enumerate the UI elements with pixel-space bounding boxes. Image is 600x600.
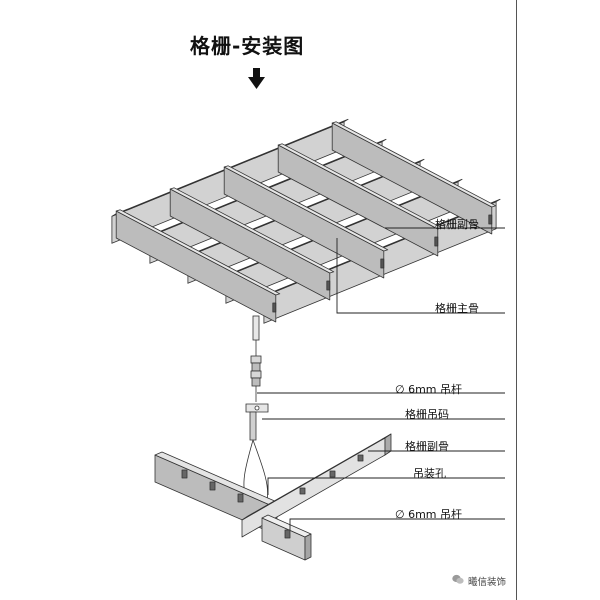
page-edge-line xyxy=(516,0,517,600)
label-hanging-hole: 吊装孔 xyxy=(413,467,446,480)
keel-slot xyxy=(380,258,385,269)
leader-rod-bottom xyxy=(289,518,505,530)
label-main-keel: 格栅主骨 xyxy=(435,302,479,315)
lower-leader-lines xyxy=(257,392,505,530)
diagram-title: 格栅-安装图 xyxy=(190,34,305,58)
leader-main-keel xyxy=(336,238,505,314)
label-rod-top-text: 6mm 吊杆 xyxy=(408,383,463,396)
grid-leader-lines xyxy=(336,227,505,314)
down-arrow-icon xyxy=(248,68,265,89)
secondary-keel-top xyxy=(115,209,281,296)
watermark-text: 曦信装饰 xyxy=(468,577,507,588)
hanger-clip xyxy=(243,403,269,501)
keel-slot xyxy=(434,236,439,247)
label-rod-bottom: ∅ 6mm 吊杆 xyxy=(395,506,462,522)
keel-slot xyxy=(272,302,277,313)
diameter-symbol: ∅ xyxy=(395,383,405,396)
secondary-keel-top xyxy=(223,165,389,252)
label-rod-top: ∅ 6mm 吊杆 xyxy=(395,381,462,397)
label-secondary-keel-2: 格栅副骨 xyxy=(405,440,449,453)
keel-slot xyxy=(488,214,493,225)
grid-ceiling-assembly xyxy=(111,118,501,324)
diameter-symbol-2: ∅ xyxy=(395,508,405,521)
leader-hanging-hole xyxy=(267,477,505,495)
wechat-icon xyxy=(452,574,464,584)
hanger-rod-assembly xyxy=(250,315,262,402)
secondary-keel-top xyxy=(169,187,335,274)
lower-keel-assembly xyxy=(154,433,392,561)
label-secondary-keel: 格栅副骨 xyxy=(435,218,479,231)
secondary-keel-top xyxy=(331,121,497,208)
label-rod-bottom-text: 6mm 吊杆 xyxy=(408,508,463,521)
keel-slot xyxy=(326,280,331,291)
label-hanger-clip: 格栅吊码 xyxy=(405,408,449,421)
